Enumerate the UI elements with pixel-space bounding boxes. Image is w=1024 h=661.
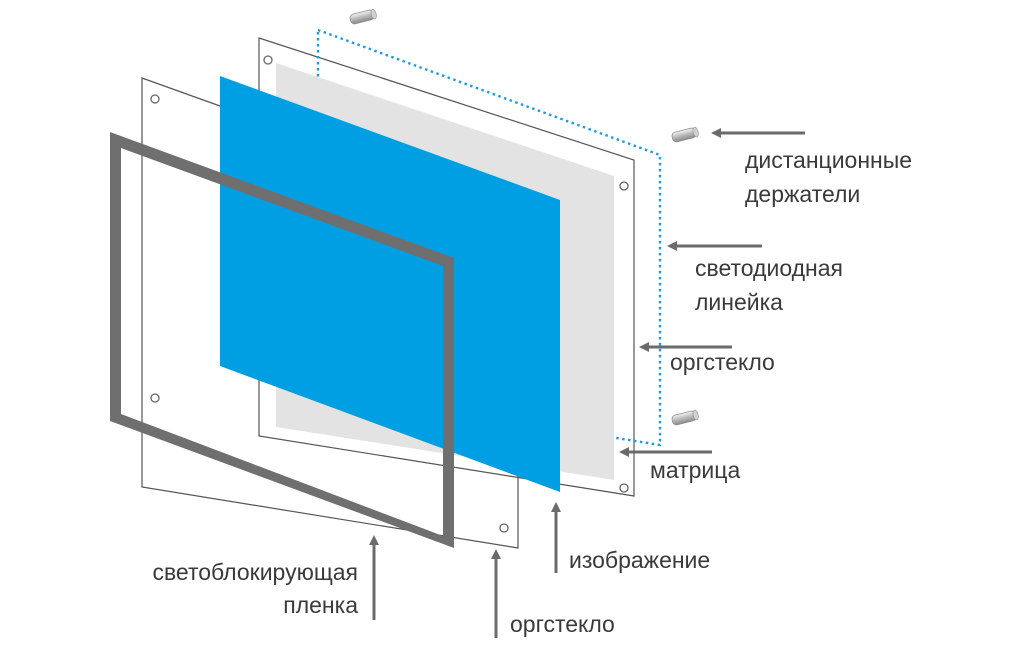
mount-hole	[150, 94, 160, 104]
mount-hole	[619, 181, 629, 191]
label-matrix: матрица	[650, 457, 740, 483]
mount-hole	[499, 523, 509, 533]
mount-hole	[619, 483, 629, 493]
spacer-bolt-icon	[671, 409, 699, 426]
label-film-line2: пленка	[283, 592, 358, 618]
mount-hole	[150, 393, 160, 403]
led-strip-outline	[316, 28, 662, 447]
label-acrylic-front: оргстекло	[510, 611, 615, 637]
light-blocking-frame	[110, 132, 454, 548]
image-panel	[220, 76, 560, 492]
label-image: изображение	[569, 547, 710, 573]
label-spacers-line2: держатели	[745, 181, 860, 207]
label-led-line1: светодиодная	[695, 255, 843, 281]
spacer-bolt-icon	[671, 126, 699, 143]
mount-hole	[263, 55, 273, 65]
label-film-line1: светоблокирующая	[152, 559, 358, 585]
label-acrylic-back: оргстекло	[670, 349, 775, 375]
label-led-line2: линейка	[695, 289, 783, 315]
spacer-bolt-icon	[349, 8, 377, 25]
label-spacers-line1: дистанционные	[745, 147, 912, 173]
